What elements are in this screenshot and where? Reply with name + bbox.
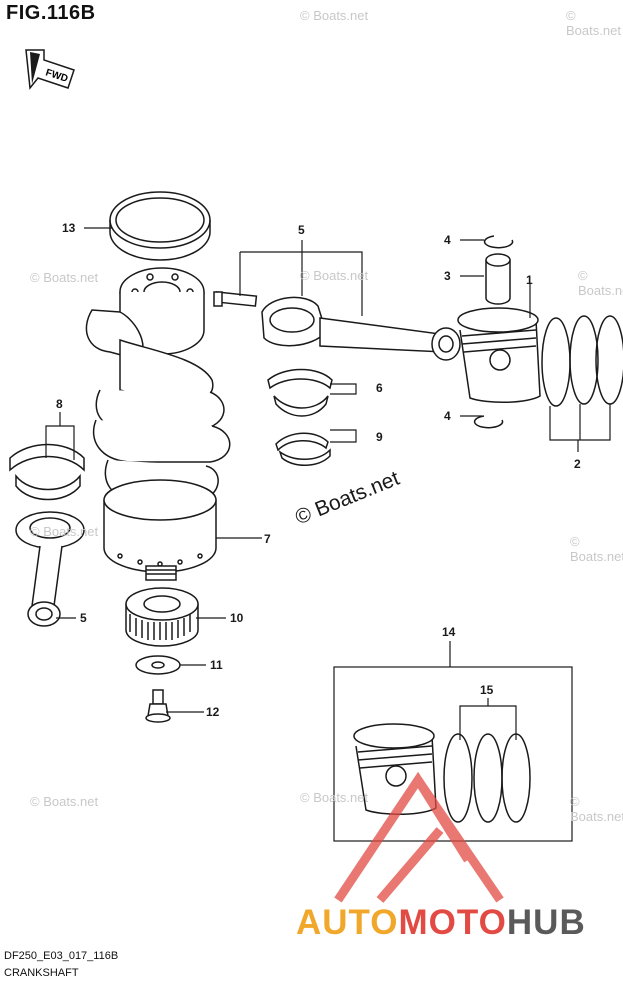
callout-13: 13 [62, 221, 76, 235]
watermark-1: © Boats.net [300, 8, 369, 23]
callouts: 13 5 4 3 1 8 6 9 2 4 7 5 10 11 12 14 15 [56, 221, 581, 719]
callout-2: 2 [574, 457, 581, 471]
callout-14: 14 [442, 625, 456, 639]
part-11-washer-icon [135, 655, 181, 675]
part-13-seal-icon [109, 191, 211, 261]
part-4-clip-lower-icon [473, 415, 504, 429]
callout-5-bottom: 5 [80, 611, 87, 625]
watermark-7: © Boats.net [570, 534, 623, 564]
callout-3: 3 [444, 269, 451, 283]
watermark-2: © Boats.net [566, 8, 621, 38]
part-3-piston-pin-icon [485, 253, 511, 305]
watermark-6: © Boats.net [30, 524, 99, 539]
watermark-10: © Boats.net [570, 794, 623, 824]
callout-7: 7 [264, 532, 271, 546]
brand-part-moto: MOTO [398, 903, 507, 942]
callout-4-top: 4 [444, 233, 451, 247]
part-4-clip-icon [483, 235, 514, 249]
callout-11: 11 [210, 658, 223, 672]
callout-12: 12 [206, 705, 220, 719]
brand-logo-text: AUTOMOTOHUB [296, 903, 586, 943]
footer-figure-code: DF250_E03_017_116B [4, 950, 119, 962]
fwd-arrow-icon: FWD [25, 49, 75, 90]
watermark-3: © Boats.net [30, 270, 99, 285]
watermark-5: © Boats.net [578, 268, 623, 298]
part-9-bearing-icon [275, 432, 331, 466]
connecting-rod-small-icon [15, 511, 85, 627]
brand-part-auto: AUTO [296, 903, 399, 942]
part-10-gear-icon [125, 587, 199, 647]
callout-5-top: 5 [298, 223, 305, 237]
part-5-connecting-rod-icon [213, 291, 461, 361]
callout-8: 8 [56, 397, 63, 411]
crankshaft-icon [85, 267, 231, 581]
watermark-4: © Boats.net [300, 268, 369, 283]
watermark-9: © Boats.net [300, 790, 369, 805]
callout-1: 1 [526, 273, 533, 287]
callout-4-bottom: 4 [444, 409, 451, 423]
part-12-bolt-icon [145, 689, 171, 723]
watermark-8: © Boats.net [30, 794, 99, 809]
leader-lines [45, 227, 611, 740]
part-8-bearing-icon [9, 443, 85, 501]
part-1-piston-icon [457, 307, 541, 404]
brand-part-hub: HUB [506, 903, 586, 942]
figure-title: FIG.116B [6, 2, 96, 24]
part-14-piston-icon [353, 723, 437, 816]
callout-10: 10 [230, 611, 244, 625]
callout-6: 6 [376, 381, 383, 395]
callout-9: 9 [376, 430, 383, 444]
part-2-piston-rings-icon [541, 315, 623, 407]
brand-triangle-logo [334, 771, 504, 903]
part-6-bearing-icon [267, 368, 333, 417]
part-15-rings-icon [443, 733, 531, 823]
callout-15: 15 [480, 683, 494, 697]
footer-figure-name: CRANKSHAFT [4, 967, 79, 979]
